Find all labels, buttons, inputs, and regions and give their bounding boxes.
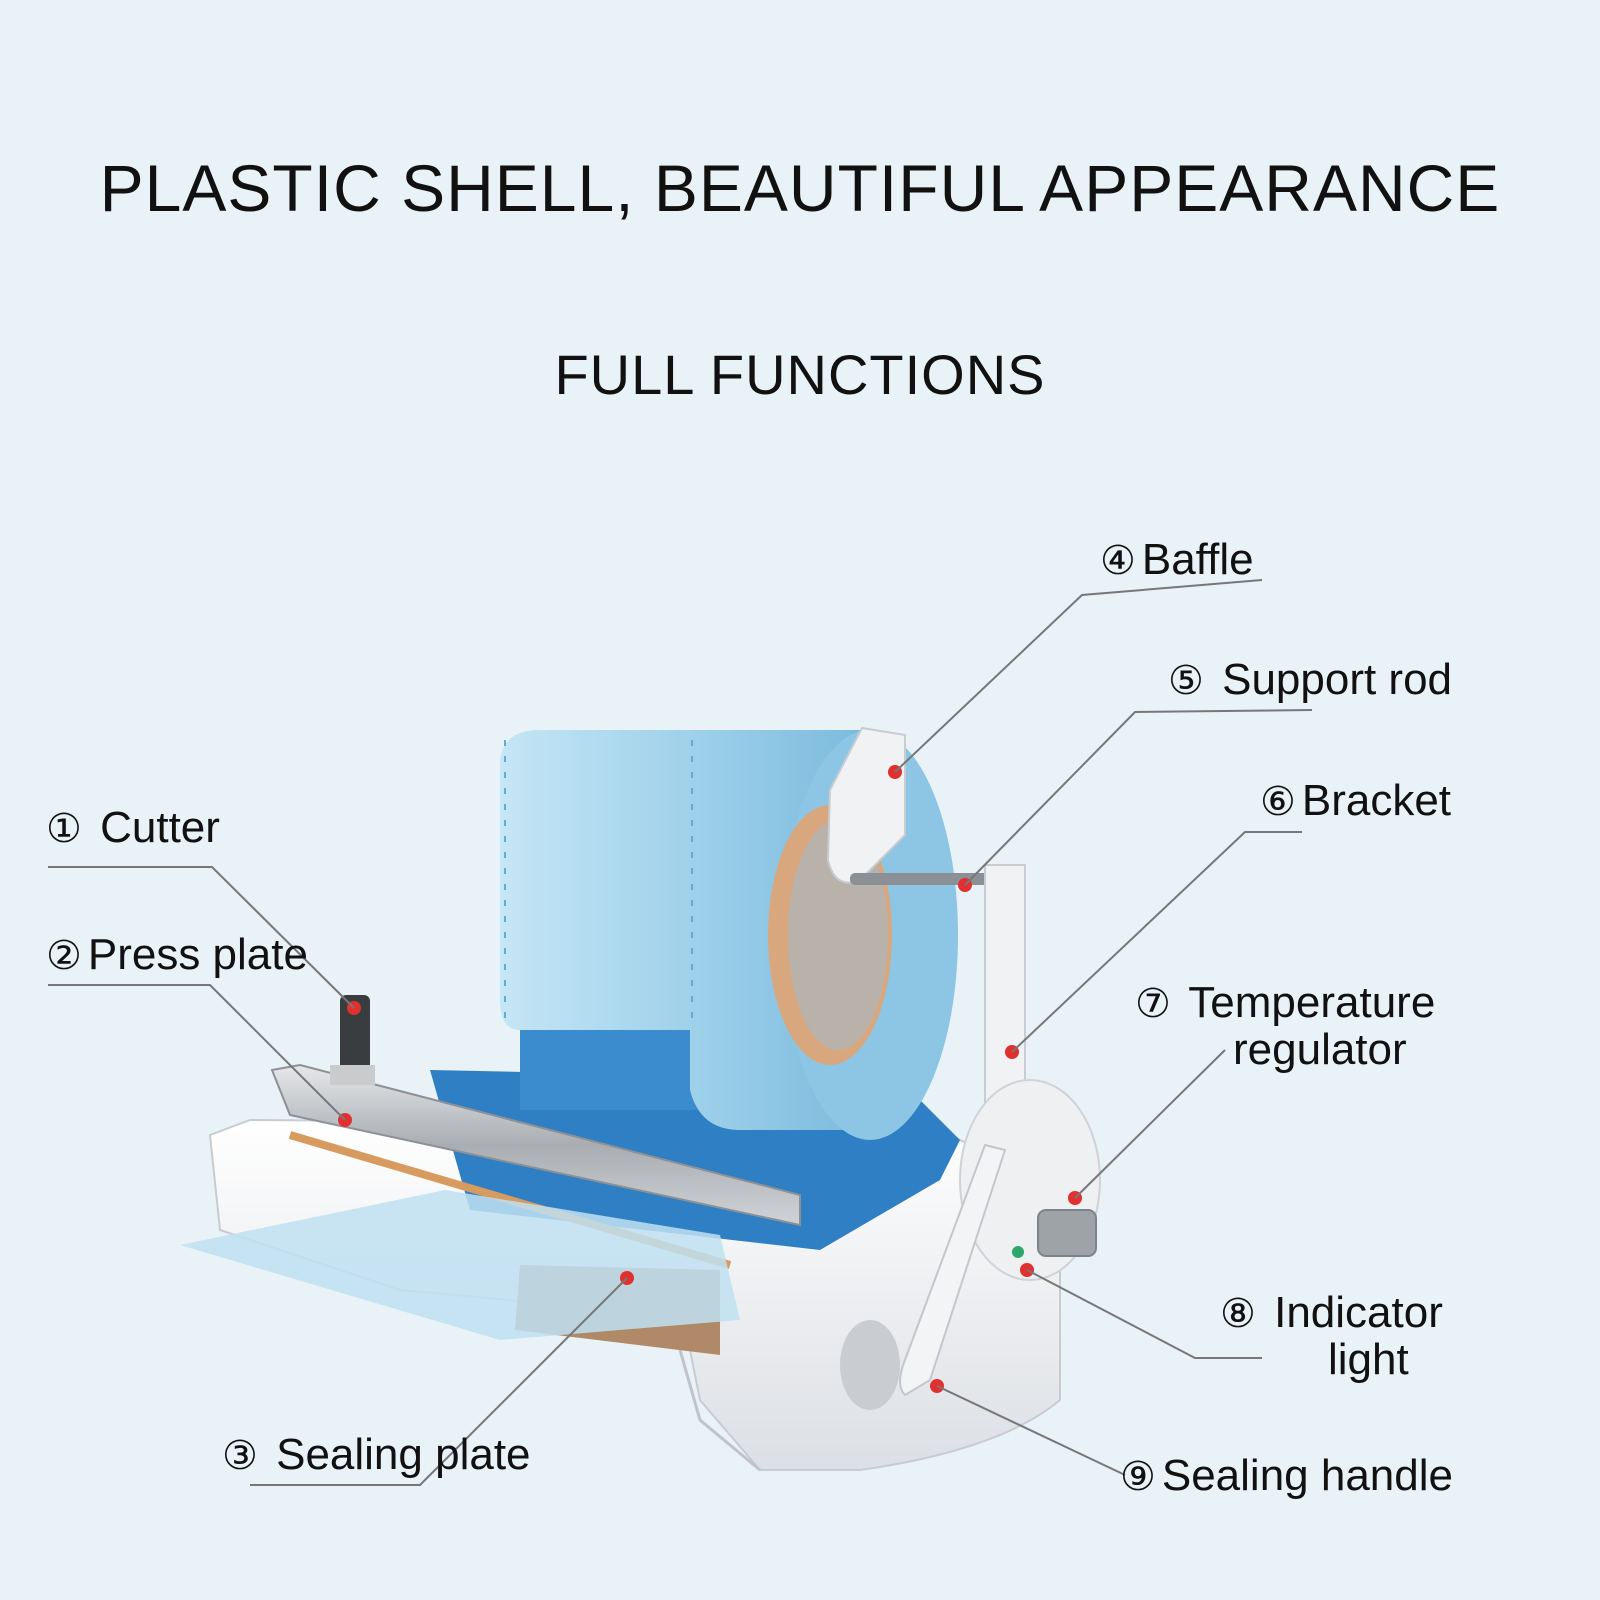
callout-label-line2: regulator — [1233, 1025, 1407, 1074]
callout-support-rod: ⑤ Support rod — [1168, 657, 1452, 704]
callout-cutter: ① Cutter — [46, 805, 220, 852]
temperature-knob — [1037, 1209, 1097, 1257]
callout-label-line2: light — [1328, 1335, 1409, 1384]
callout-label: Press plate — [87, 930, 308, 979]
leader-lines — [48, 579, 1313, 1486]
callout-sealing-plate: ③ Sealing plate — [222, 1432, 531, 1479]
callout-number: ② — [46, 934, 82, 978]
callout-number: ⑥ — [1260, 780, 1296, 824]
callout-temperature-regulator: ⑦ Temperature regulator — [1135, 980, 1435, 1073]
bracket — [984, 864, 1026, 1106]
callout-number: ⑤ — [1168, 659, 1204, 703]
callout-label: Baffle — [1141, 535, 1254, 584]
callout-label: Cutter — [100, 803, 220, 852]
callout-number: ① — [46, 807, 82, 851]
callout-number: ④ — [1100, 539, 1136, 583]
callout-number: ⑦ — [1135, 982, 1171, 1026]
support-rod — [850, 873, 990, 885]
press-plate — [270, 1063, 801, 1227]
sealing-handle — [899, 1143, 1007, 1397]
callout-label: Support rod — [1222, 655, 1453, 704]
callout-label-line1: Temperature — [1188, 978, 1436, 1027]
indicator-light-dot — [1012, 1246, 1024, 1258]
callout-number: ⑧ — [1220, 1292, 1256, 1336]
cutter-handle — [340, 995, 370, 1070]
callout-label: Sealing handle — [1161, 1451, 1453, 1500]
page-subtitle: FULL FUNCTIONS — [554, 343, 1046, 406]
baffle — [826, 726, 906, 884]
callout-label-line1: Indicator — [1274, 1288, 1443, 1337]
paper-roll — [500, 730, 880, 1130]
callout-number: ③ — [222, 1434, 258, 1478]
callout-indicator-light: ⑧ Indicator light — [1220, 1290, 1443, 1383]
callout-label: Bracket — [1301, 776, 1452, 825]
callout-number: ⑨ — [1120, 1455, 1156, 1499]
pouch-sheet — [180, 1190, 740, 1340]
page-title: PLASTIC SHELL, BEAUTIFUL APPEARANCE — [99, 151, 1501, 225]
callout-label: Sealing plate — [276, 1430, 531, 1479]
